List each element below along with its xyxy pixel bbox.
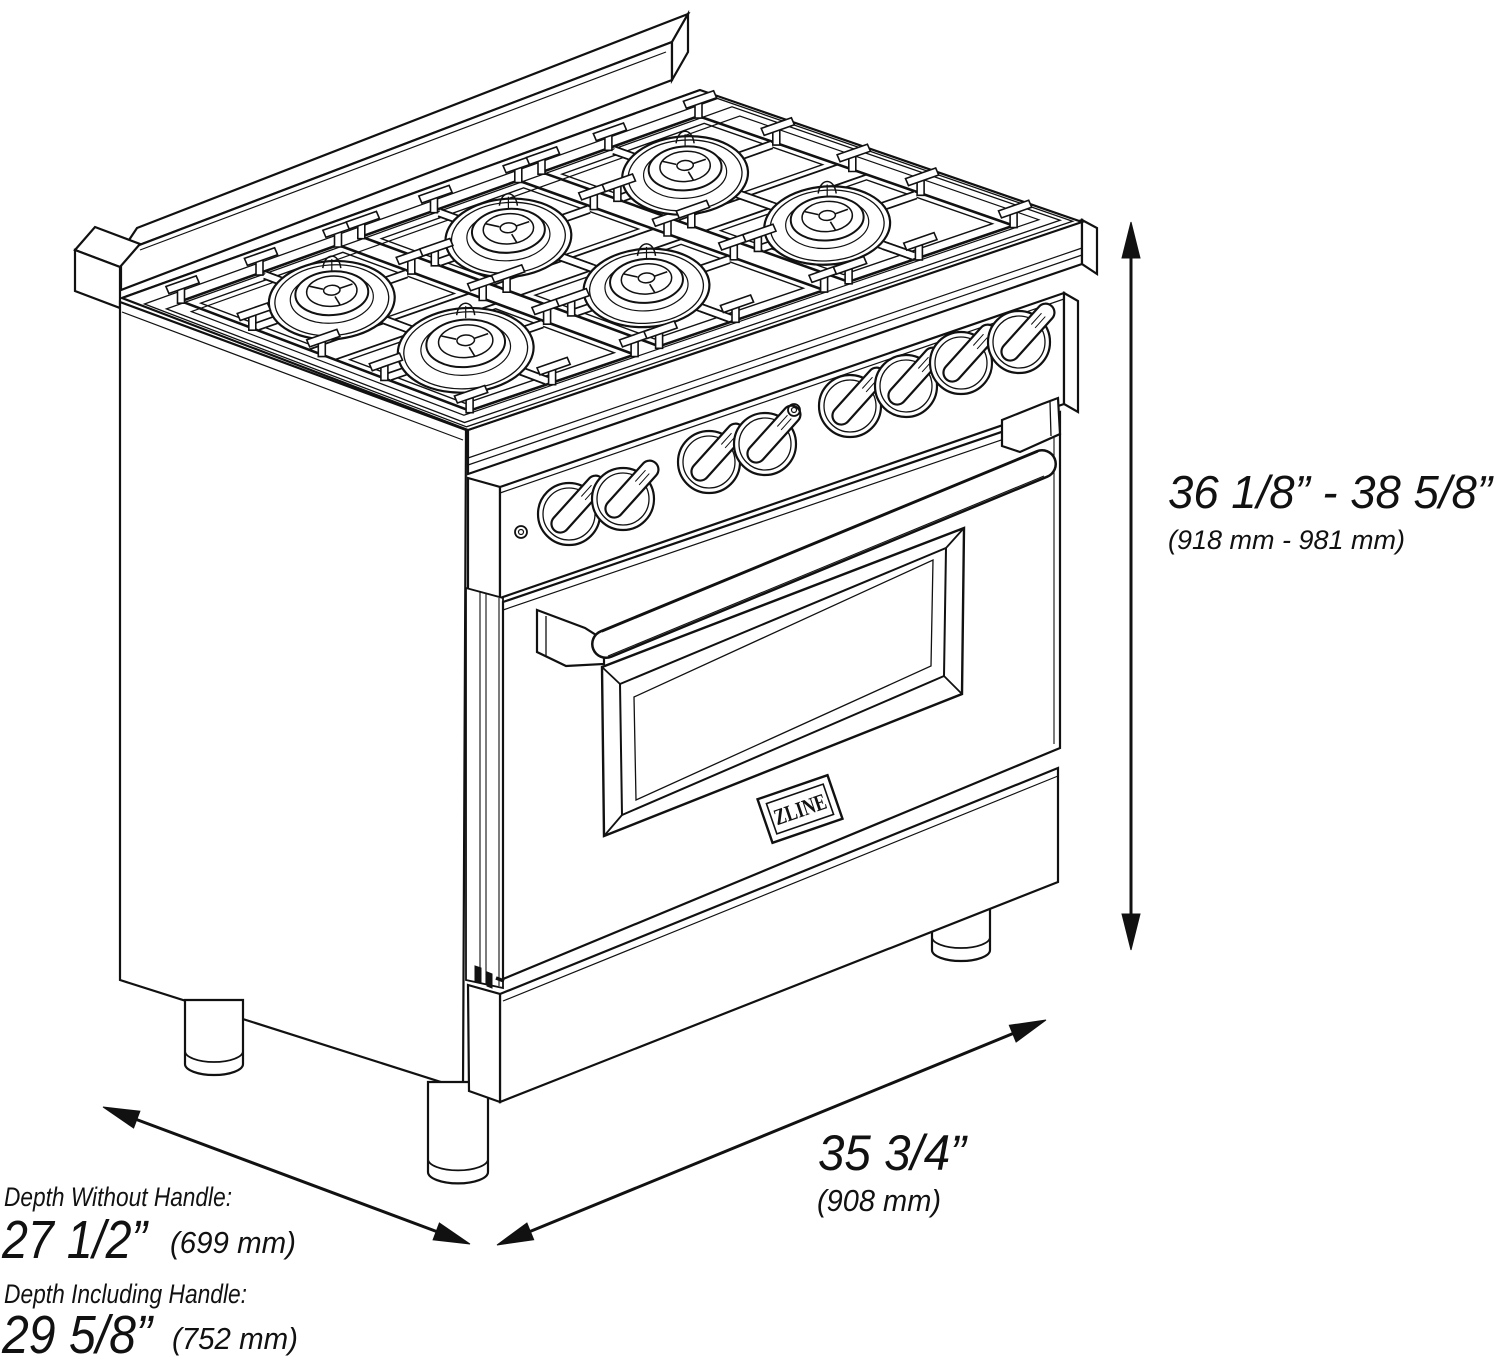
svg-text:(908 mm): (908 mm) xyxy=(817,1183,941,1218)
svg-text:29 5/8”: 29 5/8” xyxy=(1,1305,154,1363)
svg-text:(918 mm - 981 mm): (918 mm - 981 mm) xyxy=(1168,525,1405,555)
svg-text:(752 mm): (752 mm) xyxy=(172,1321,298,1356)
svg-text:36 1/8” - 38 5/8”: 36 1/8” - 38 5/8” xyxy=(1168,466,1495,518)
svg-text:Depth Without Handle:: Depth Without Handle: xyxy=(4,1182,232,1212)
svg-text:35 3/4”: 35 3/4” xyxy=(818,1125,968,1181)
svg-text:(699 mm): (699 mm) xyxy=(170,1225,296,1260)
svg-text:27 1/2”: 27 1/2” xyxy=(1,1210,149,1270)
svg-text:Depth Including Handle:: Depth Including Handle: xyxy=(4,1279,247,1309)
